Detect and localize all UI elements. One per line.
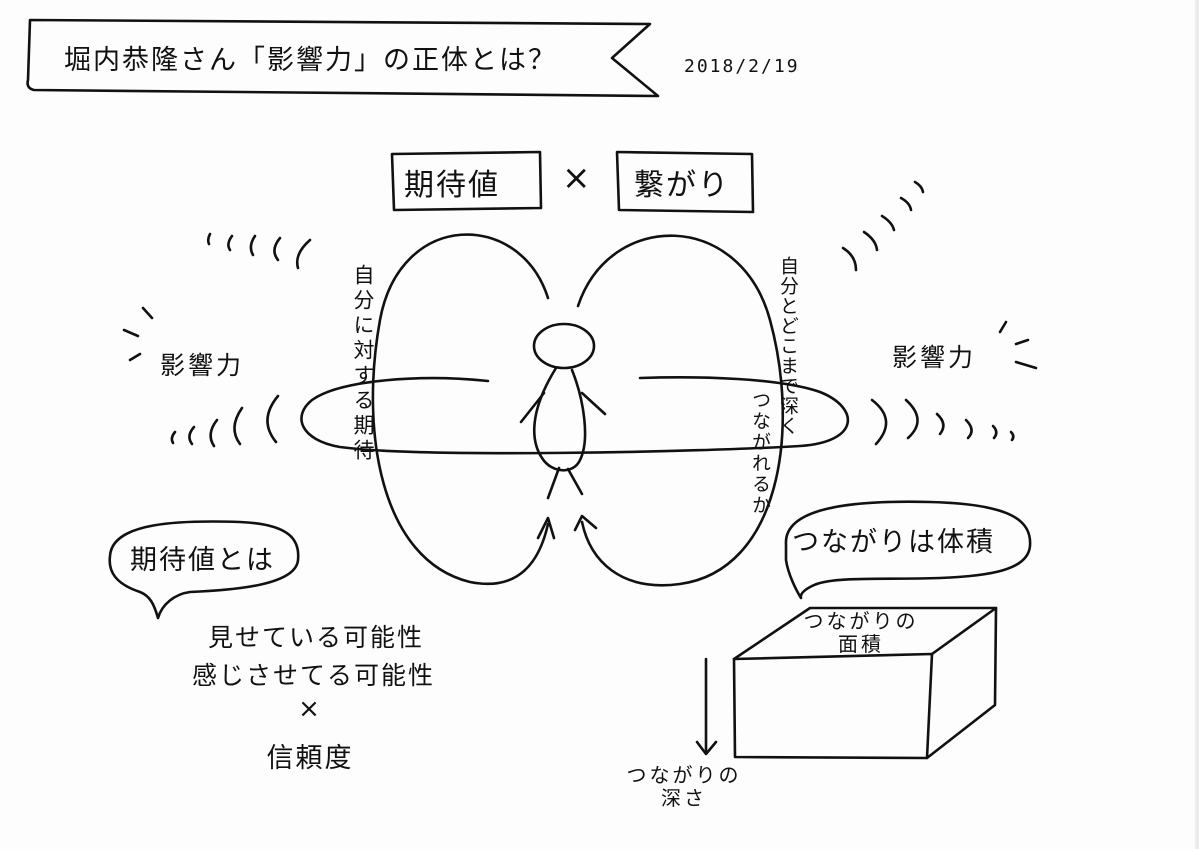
connection-box: [615, 150, 755, 214]
expectation-bubble-title: 期待値とは: [130, 545, 275, 576]
wave-right-upper-4: [899, 196, 913, 212]
expectation-definition-line3: 信頼度: [266, 743, 354, 774]
person-leg-left: [546, 466, 561, 500]
wave-left-upper-2: [227, 234, 234, 252]
wave-left-lower-2: [188, 425, 196, 446]
emphasis-right-3: [1014, 360, 1038, 370]
wave-left-lower-5: [266, 394, 280, 444]
connection-bubble: [784, 500, 1032, 600]
influence-label-left: 影響力: [160, 351, 245, 380]
expectation-box-label: 期待値: [404, 168, 500, 203]
volume-box-depth-label: つながりの深さ: [626, 763, 742, 810]
wave-right-lower-4: [964, 418, 973, 440]
page-title: 堀内恭隆さん「影響力」の正体とは？: [64, 45, 557, 76]
volume-box-side: [925, 606, 998, 760]
connection-bubble-title: つながりは体積: [792, 527, 995, 558]
volume-box-front: [732, 652, 934, 760]
wave-right-upper-1: [841, 246, 858, 272]
volume-box-top: [732, 606, 998, 661]
arrow-up-right: [573, 514, 598, 532]
person-leg-right: [566, 467, 584, 496]
emphasis-left-3: [128, 352, 142, 362]
date-label: 2018/2/19: [684, 56, 800, 77]
wave-right-lower-3: [935, 412, 945, 436]
expectation-definition-operator: ×: [298, 694, 322, 724]
wave-right-lower-2: [904, 398, 919, 440]
person-body: [533, 366, 587, 472]
expectation-box: [390, 150, 543, 212]
emphasis-right-2: [1014, 338, 1030, 346]
person-head: [532, 322, 596, 370]
expectation-definition-line1: 見せている可能性: [207, 623, 424, 652]
right-loop: [576, 234, 785, 587]
right-loop-label-inner: つながれるか: [749, 390, 771, 516]
expectation-bubble: [108, 520, 300, 620]
person-arm-left: [519, 391, 546, 424]
horizontal-ellipse-left: [300, 376, 850, 455]
left-loop: [371, 233, 550, 585]
emphasis-left-2: [122, 328, 140, 338]
formula-operator: ×: [562, 158, 591, 198]
emphasis-right-1: [998, 320, 1008, 334]
left-loop-label: 自分に対する期待: [351, 264, 375, 464]
wave-right-lower-6: [1009, 430, 1015, 442]
wave-left-upper-4: [273, 236, 282, 262]
depth-arrow-head: [695, 740, 718, 756]
wave-right-upper-5: [913, 180, 925, 194]
volume-box-area-label: つながりの面積: [803, 609, 919, 656]
wave-left-upper-1: [206, 232, 212, 246]
person-arm-right: [580, 391, 607, 416]
wave-right-upper-2: [862, 230, 879, 252]
wave-left-lower-4: [233, 406, 244, 446]
arrow-up-left: [536, 516, 556, 540]
wave-left-upper-5: [295, 238, 312, 270]
right-loop-label-outer: 自分とどこまで深く: [777, 256, 799, 436]
wave-right-lower-5: [991, 424, 998, 440]
wave-left-upper-3: [249, 234, 257, 257]
title-ribbon: [26, 18, 660, 98]
wave-left-lower-3: [209, 418, 219, 448]
connection-box-label: 繋がり: [634, 168, 730, 203]
page-edge: [1195, 0, 1199, 849]
wave-left-lower-1: [170, 430, 177, 445]
wave-right-upper-3: [880, 214, 896, 232]
wave-right-lower-1: [870, 398, 888, 446]
emphasis-left-1: [141, 306, 154, 320]
influence-label-right: 影響力: [892, 343, 977, 372]
expectation-definition-line2: 感じさせてる可能性: [192, 661, 436, 690]
